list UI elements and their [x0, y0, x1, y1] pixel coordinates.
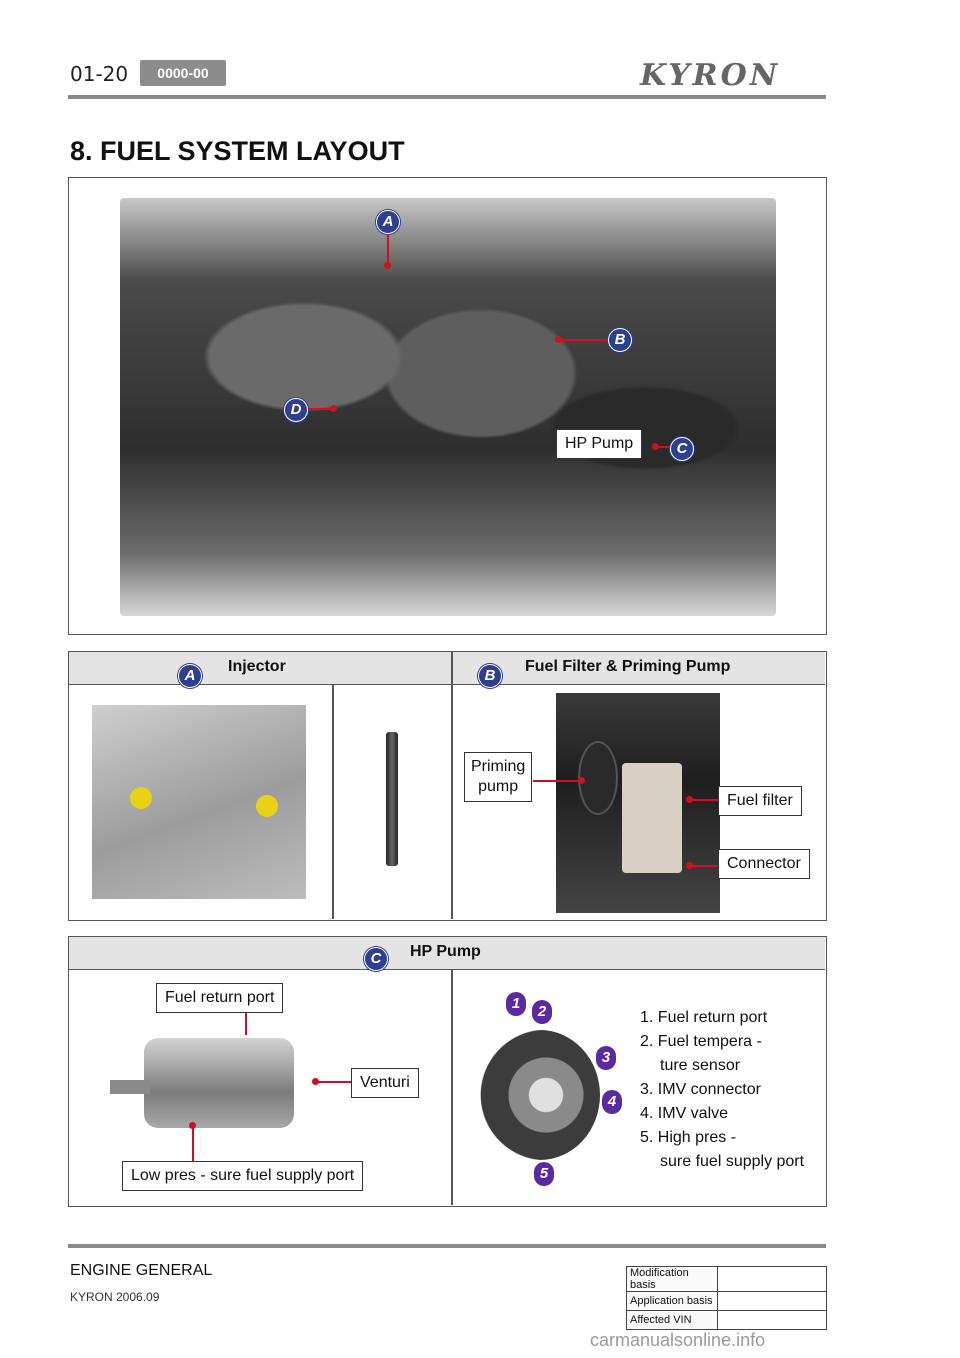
- marker-b: B: [608, 328, 632, 352]
- meta-label: Modification basis: [626, 1266, 718, 1292]
- hp-pump-divider: [451, 970, 453, 1205]
- meta-label: Application basis: [626, 1291, 718, 1311]
- table-row: Affected VIN: [626, 1310, 827, 1330]
- injector-title: Injector: [228, 658, 286, 675]
- table-row: Modification basis: [626, 1266, 827, 1292]
- meta-label: Affected VIN: [626, 1310, 718, 1330]
- parts-list-item-3: 3. IMV connector: [640, 1081, 761, 1098]
- number-5-marker: 5: [534, 1162, 554, 1186]
- marker-d: D: [284, 398, 308, 422]
- meta-value: [717, 1291, 827, 1311]
- low-pres-dot: [189, 1122, 196, 1129]
- marker-b-pin: [560, 339, 608, 341]
- hp-pump-marker: C: [364, 947, 388, 971]
- connector-dot: [686, 862, 693, 869]
- fuel-filter-label: Fuel filter: [718, 786, 802, 816]
- priming-label-line1: Priming: [471, 758, 526, 775]
- meta-value: [717, 1266, 827, 1292]
- hp-pump-side-photo: [110, 1010, 330, 1138]
- section-code-badge: 0000-00: [140, 60, 226, 86]
- parts-list-item-5: 5. High pres -: [640, 1129, 737, 1146]
- hp-pump-header: [69, 937, 825, 970]
- marker-c-pin: [655, 446, 669, 448]
- fuel-return-port-label: Fuel return port: [156, 983, 284, 1013]
- hp-pump-front-photo: [480, 1030, 600, 1160]
- number-4-marker: 4: [602, 1090, 622, 1114]
- table-divider: [451, 652, 453, 919]
- footer-rule: [68, 1244, 826, 1248]
- hp-pump-callout: HP Pump: [556, 429, 643, 459]
- hp-pump-title: HP Pump: [410, 943, 481, 960]
- parts-list-item-2: 2. Fuel tempera -: [640, 1033, 762, 1050]
- venturi-pin: [316, 1081, 351, 1083]
- fuel-filter-pin: [690, 799, 718, 801]
- revision-info-table: Modification basis Application basis Aff…: [626, 1266, 827, 1330]
- footer-section-name: ENGINE GENERAL: [70, 1262, 213, 1279]
- parts-list-item-2-cont: ture sensor: [660, 1057, 741, 1074]
- marker-c: C: [670, 437, 694, 461]
- meta-value: [717, 1310, 827, 1330]
- engine-bay-photo: [120, 198, 776, 616]
- connector-pin: [690, 865, 718, 867]
- fuel-return-pin: [245, 1013, 247, 1035]
- priming-label-line2: pump: [478, 778, 519, 795]
- page-number: 01-20: [70, 62, 129, 86]
- header-rule: [68, 95, 826, 99]
- parts-list-item-5-cont: sure fuel supply port: [660, 1153, 805, 1170]
- parts-list-item-4: 4. IMV valve: [640, 1105, 729, 1122]
- connector-label: Connector: [718, 849, 810, 879]
- filter-canister: [622, 763, 682, 873]
- fuel-filter-dot: [686, 796, 693, 803]
- injector-cap-right: [256, 795, 278, 817]
- marker-a-dot: [384, 262, 391, 269]
- watermark: carmanualsonline.info: [590, 1330, 766, 1350]
- injector-cap-left: [130, 787, 152, 809]
- marker-a-pin: [387, 234, 389, 264]
- venturi-dot: [312, 1078, 319, 1085]
- low-pres-port-label: Low pres - sure fuel supply port: [122, 1161, 364, 1191]
- injector-installed-photo: [92, 705, 306, 899]
- priming-pin: [533, 780, 581, 782]
- pump-body: [144, 1038, 294, 1128]
- filter-title: Fuel Filter & Priming Pump: [525, 658, 731, 675]
- marker-a: A: [376, 210, 400, 234]
- priming-pump-label: Priming pump: [464, 752, 533, 802]
- filter-marker: B: [478, 664, 502, 688]
- injector-part-photo: [386, 732, 398, 866]
- number-1-marker: 1: [506, 992, 526, 1016]
- parts-list-item-1: 1. Fuel return port: [640, 1009, 768, 1026]
- injector-marker: A: [178, 664, 202, 688]
- marker-d-dot: [330, 405, 337, 412]
- pump-shaft: [110, 1080, 150, 1094]
- number-2-marker: 2: [532, 1000, 552, 1024]
- marker-c-dot: [652, 443, 659, 450]
- venturi-label: Venturi: [351, 1068, 419, 1098]
- table-row: Application basis: [626, 1291, 827, 1311]
- hp-pump-parts-list: 1. Fuel return port 2. Fuel tempera - tu…: [640, 1006, 804, 1174]
- fuel-filter-photo: [556, 693, 720, 913]
- number-3-marker: 3: [596, 1046, 616, 1070]
- brand-logo: KYRON: [640, 58, 781, 93]
- injector-divider: [332, 685, 334, 919]
- marker-b-dot: [555, 336, 562, 343]
- footer-model-date: KYRON 2006.09: [70, 1290, 160, 1304]
- low-pres-pin: [192, 1126, 194, 1161]
- page-title: 8. FUEL SYSTEM LAYOUT: [70, 136, 405, 166]
- marker-d-pin: [308, 408, 332, 410]
- priming-dot: [578, 777, 585, 784]
